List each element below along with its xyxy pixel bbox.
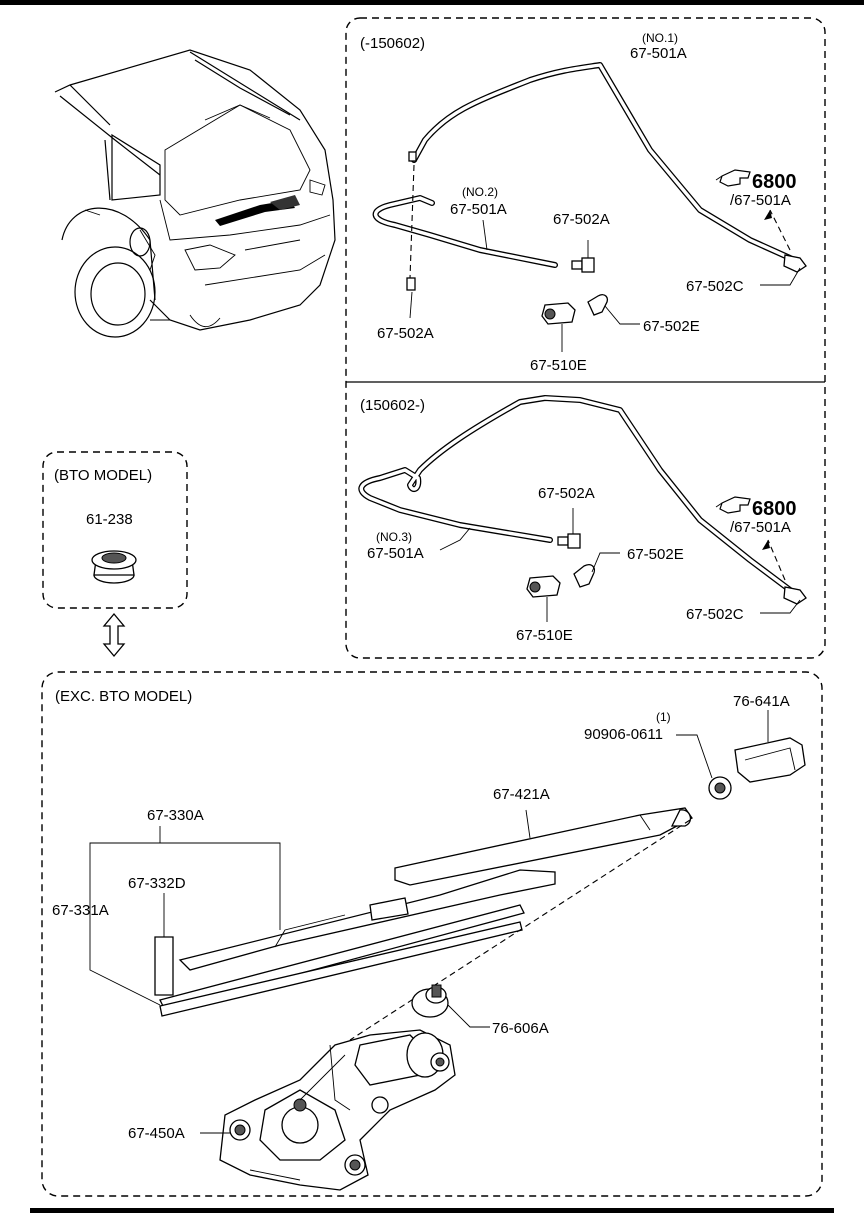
- joint-a-bottom: [557, 508, 581, 549]
- nozzle-bottom: [526, 575, 561, 622]
- label-67-501A-no1: 67-501A: [630, 45, 687, 62]
- label-76-606A: 76-606A: [492, 1020, 549, 1037]
- elbow-e-top: [587, 294, 609, 316]
- nozzle-top: [541, 302, 576, 352]
- exc-bto-title: (EXC. BTO MODEL): [55, 688, 192, 705]
- hose-no2: [372, 195, 558, 268]
- label-67-332D: 67-332D: [128, 875, 186, 892]
- label-67-421A: 67-421A: [493, 786, 550, 803]
- label-ref-6800-bottom: 6800: [752, 498, 797, 520]
- double-arrow-icon: [102, 612, 126, 658]
- elbow-e-bottom: [573, 564, 596, 588]
- pointing-hand-icon: [715, 496, 751, 514]
- cap-76-641A: [734, 710, 806, 783]
- label-61-238: 61-238: [86, 511, 133, 528]
- wiper-blade-67-330A: [154, 869, 556, 1017]
- plug-61-238: [91, 550, 137, 584]
- exc-bto-frame: [41, 671, 823, 1197]
- washer-hose-frame: [345, 17, 826, 659]
- cap-seal-76-606A: [411, 984, 490, 1028]
- assembly-line: [409, 164, 415, 279]
- label-ref-6800-top: 6800: [752, 171, 797, 193]
- bottom-border: [30, 1208, 834, 1213]
- wiper-arm-67-421A: [394, 807, 693, 886]
- range-label-top: (-150602): [360, 35, 425, 52]
- nut-90906-0611: [676, 734, 732, 800]
- vehicle-rear-illustration: [54, 49, 336, 338]
- bto-title: (BTO MODEL): [54, 467, 152, 484]
- blade-bracket-lines: [89, 826, 281, 1006]
- label-67-330A: 67-330A: [147, 807, 204, 824]
- label-67-502C-top: 67-502C: [686, 278, 744, 295]
- assembly-axis: [349, 819, 691, 1041]
- label-nut-qty: (1): [656, 710, 671, 724]
- connector-c-top: [764, 209, 807, 273]
- hose-no3: [358, 395, 793, 593]
- leader-lines-top: [409, 219, 801, 325]
- label-67-501A-no2: 67-501A: [450, 201, 507, 218]
- range-label-bottom: (150602-): [360, 397, 425, 414]
- label-67-510E-bottom: 67-510E: [516, 627, 573, 644]
- label-qty-no2: (NO.2): [462, 185, 498, 199]
- top-border: [0, 0, 864, 5]
- label-67-502C-bottom: 67-502C: [686, 606, 744, 623]
- connector-c-bottom: [762, 539, 807, 605]
- label-90906-0611: 90906-0611: [584, 726, 663, 743]
- pointing-hand-icon: [715, 169, 751, 187]
- label-67-502A-top: 67-502A: [553, 211, 610, 228]
- leader-lines-bottom: [439, 527, 801, 614]
- label-67-502E-bottom: 67-502E: [627, 546, 684, 563]
- wiper-motor-67-450A: [200, 1029, 456, 1191]
- label-67-331A: 67-331A: [52, 902, 109, 919]
- label-67-450A: 67-450A: [128, 1125, 185, 1142]
- joint-a-upper: [571, 240, 595, 273]
- label-67-502A-bottom: 67-502A: [377, 325, 434, 342]
- label-67-510E-top: 67-510E: [530, 357, 587, 374]
- label-qty-no1: (NO.1): [642, 31, 678, 45]
- label-ref-part-top: /67-501A: [730, 192, 791, 209]
- label-67-501A-no3: 67-501A: [367, 545, 424, 562]
- hose-end-cap: [408, 151, 417, 162]
- label-ref-part-bottom: /67-501A: [730, 519, 791, 536]
- label-67-502E-top: 67-502E: [643, 318, 700, 335]
- joint-a-lower: [406, 277, 416, 291]
- label-67-502A-lower-panel: 67-502A: [538, 485, 595, 502]
- label-qty-no3: (NO.3): [376, 530, 412, 544]
- hose-no1: [411, 62, 793, 261]
- label-76-641A: 76-641A: [733, 693, 790, 710]
